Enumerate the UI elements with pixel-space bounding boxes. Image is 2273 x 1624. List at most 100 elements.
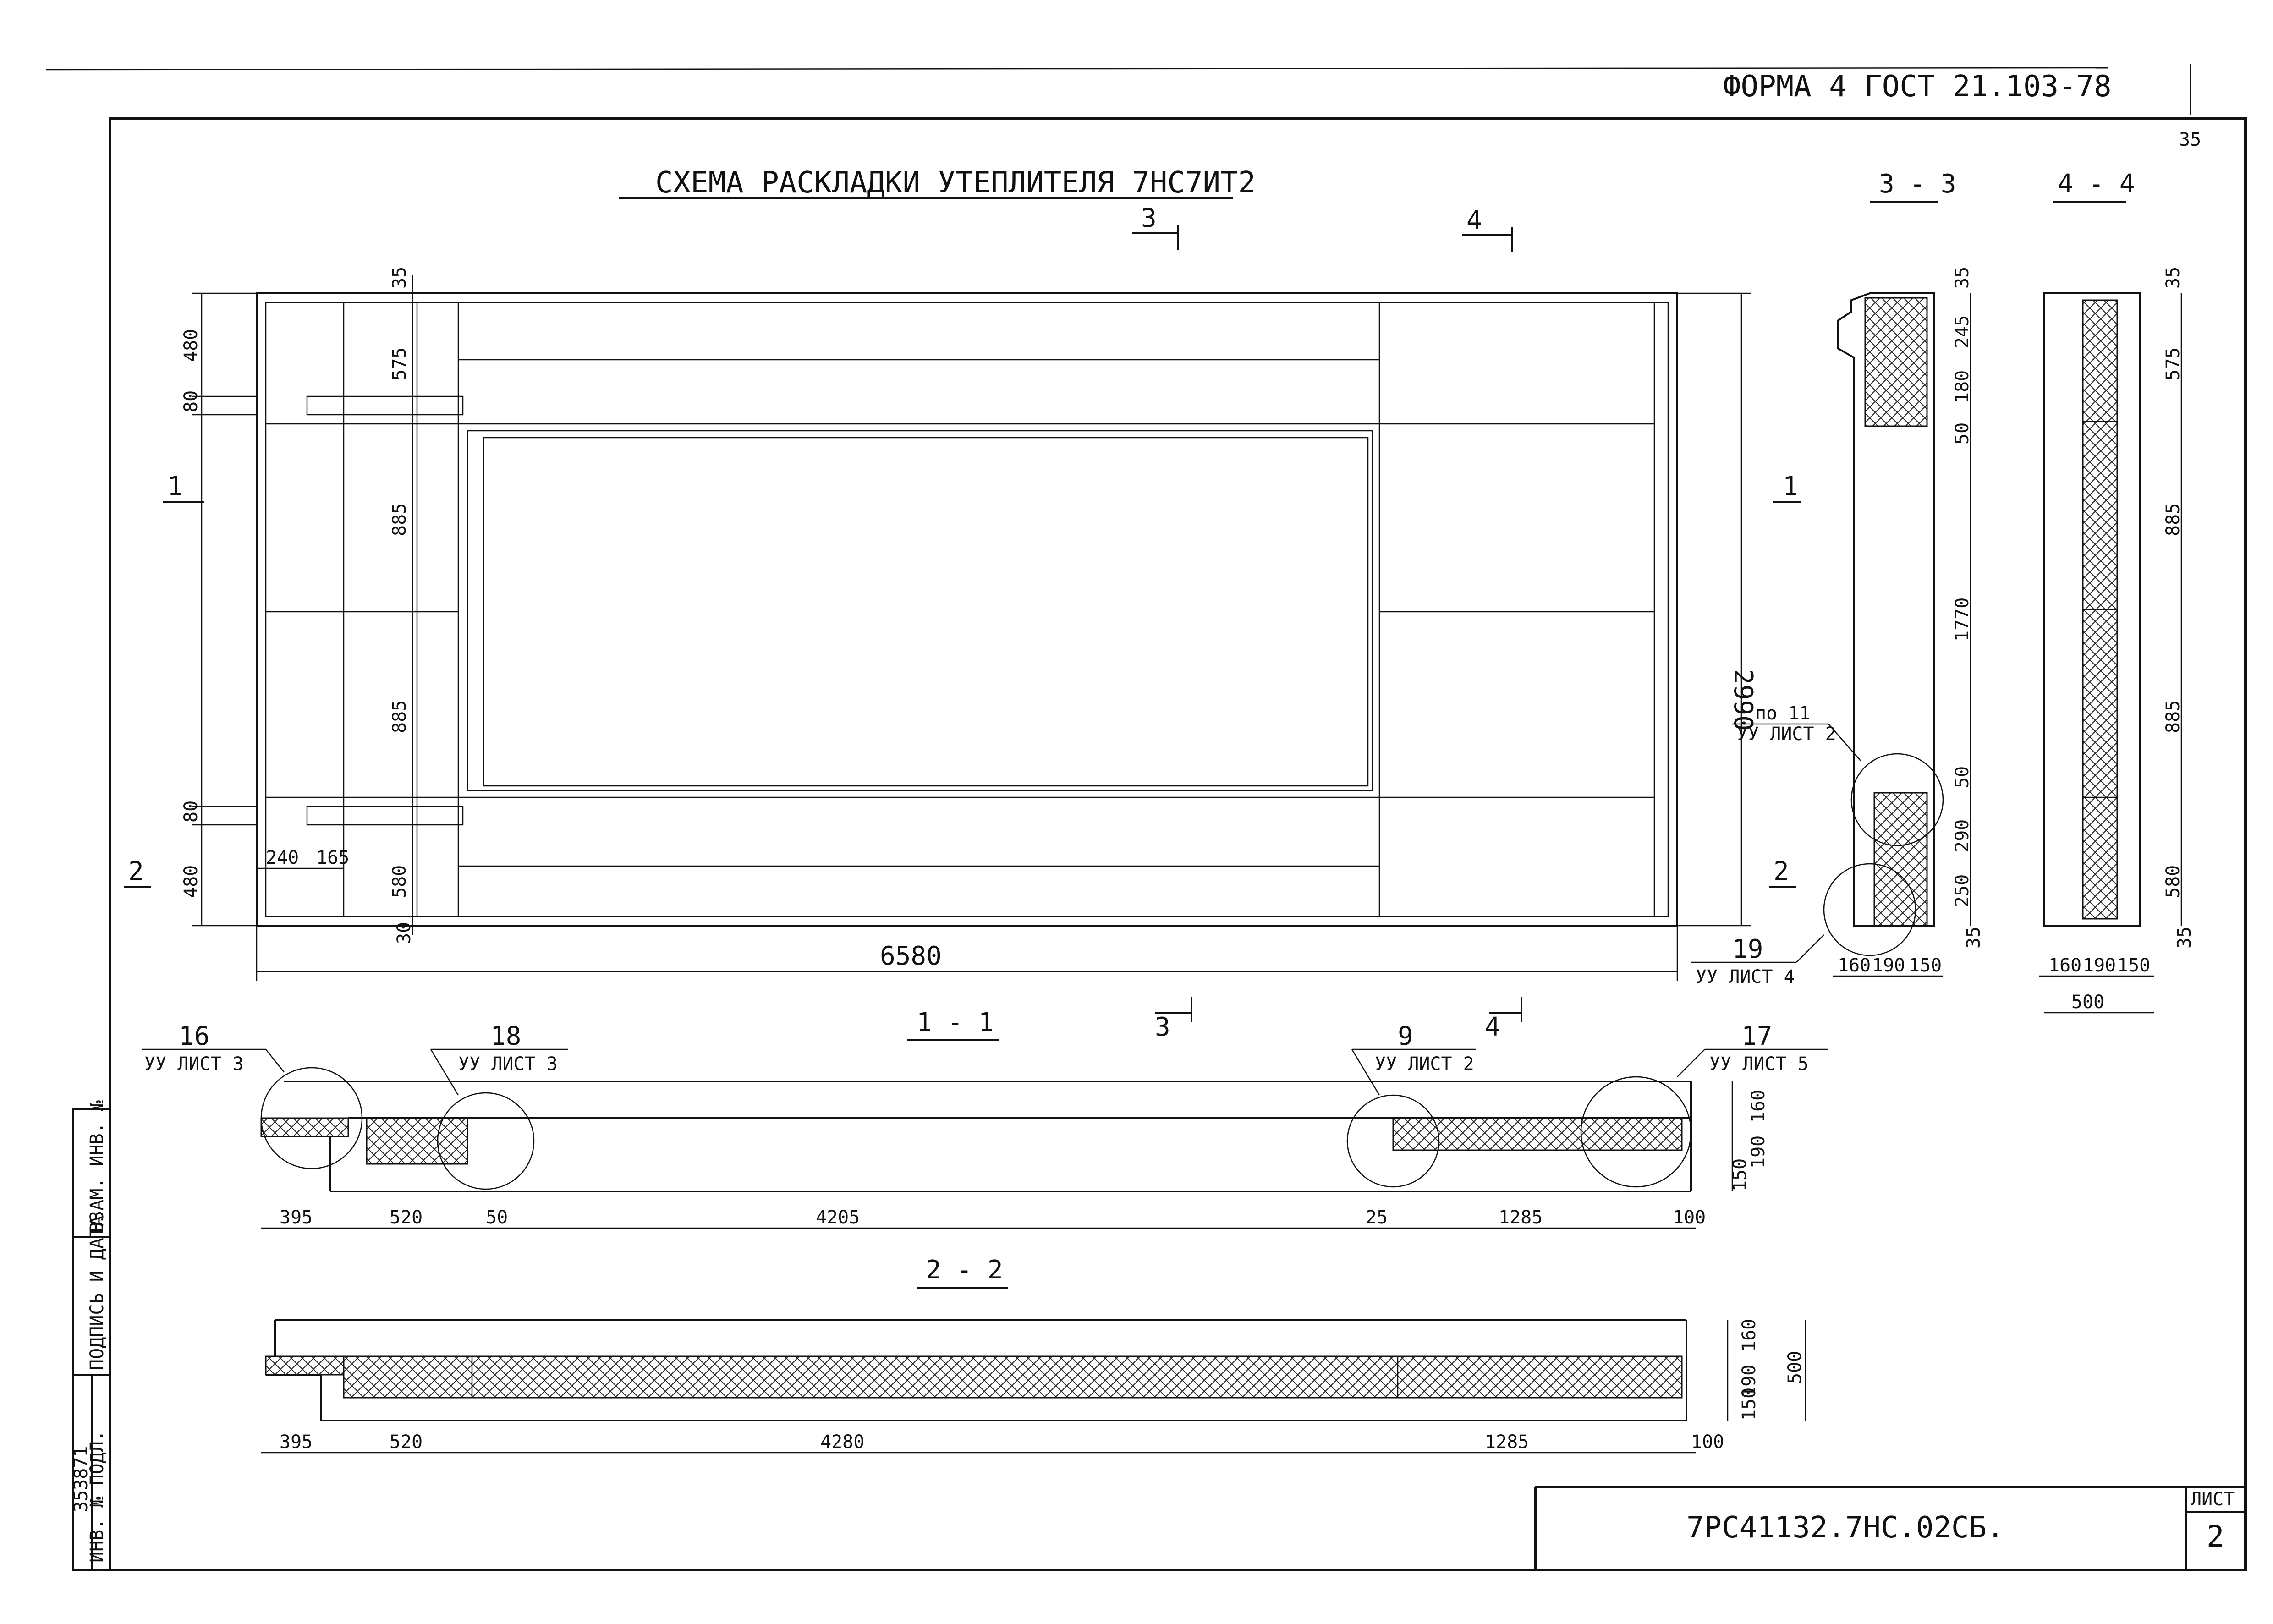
drawing-title: СХЕМА РАСКЛАДКИ УТЕПЛИТЕЛЯ 7НС7ИТ2 bbox=[655, 166, 1256, 200]
svg-text:885: 885 bbox=[2163, 700, 2184, 733]
sheet-label: ЛИСТ bbox=[2191, 1489, 2235, 1510]
svg-text:160: 160 bbox=[2048, 955, 2081, 976]
svg-text:1 - 1: 1 - 1 bbox=[917, 1008, 994, 1037]
svg-text:25: 25 bbox=[1366, 1207, 1388, 1228]
callout-11: по 11 УУ ЛИСТ 2 bbox=[1732, 703, 1861, 761]
callout-19: 19 УУ ЛИСТ 4 bbox=[1691, 934, 1824, 988]
svg-text:4: 4 bbox=[1466, 206, 1482, 236]
sheet-number: 2 bbox=[2207, 1520, 2224, 1554]
svg-text:9: 9 bbox=[1398, 1021, 1413, 1051]
svg-text:245: 245 bbox=[1952, 315, 1973, 348]
svg-text:290: 290 bbox=[1952, 819, 1973, 852]
svg-text:50: 50 bbox=[486, 1207, 508, 1228]
drawing-code: 7РС41132.7НС.02СБ. bbox=[1686, 1511, 2004, 1545]
left-strip: ИНВ. № ПОДЛ. ПОДПИСЬ И ДАТА ВЗАМ. ИНВ. №… bbox=[71, 1100, 111, 1571]
svg-text:УУ ЛИСТ 3: УУ ЛИСТ 3 bbox=[144, 1053, 244, 1075]
svg-text:3: 3 bbox=[1155, 1012, 1170, 1042]
form-label: ФОРМА 4 ГОСТ 21.103-78 bbox=[1723, 70, 2112, 104]
svg-text:500: 500 bbox=[2071, 992, 2104, 1013]
svg-text:150: 150 bbox=[2117, 955, 2150, 976]
svg-text:250: 250 bbox=[1952, 874, 1973, 907]
svg-text:30: 30 bbox=[394, 922, 415, 944]
svg-text:520: 520 bbox=[390, 1432, 423, 1453]
svg-text:35: 35 bbox=[1963, 927, 1984, 949]
window-opening bbox=[467, 430, 1373, 791]
svg-text:150: 150 bbox=[1729, 1158, 1751, 1191]
svg-text:240: 240 bbox=[266, 847, 299, 868]
svg-text:35: 35 bbox=[1952, 267, 1973, 289]
svg-text:2 - 2: 2 - 2 bbox=[926, 1255, 1003, 1285]
panel-elevation bbox=[256, 292, 1678, 927]
corner-number: 35 bbox=[2179, 129, 2201, 150]
callout-18: 18 УУ ЛИСТ 3 bbox=[430, 1021, 568, 1096]
svg-text:1770: 1770 bbox=[1952, 598, 1973, 642]
svg-text:190: 190 bbox=[1872, 955, 1905, 976]
callout-9: 9 УУ ЛИСТ 2 bbox=[1351, 1021, 1476, 1096]
svg-text:1285: 1285 bbox=[1485, 1432, 1529, 1453]
svg-text:190: 190 bbox=[1748, 1136, 1769, 1169]
svg-text:1: 1 bbox=[167, 472, 183, 501]
sheet-frame bbox=[109, 117, 2247, 1571]
svg-text:80: 80 bbox=[181, 390, 202, 412]
section-marks: 1 1 2 2 3 4 3 4 bbox=[124, 203, 1801, 1042]
svg-text:575: 575 bbox=[2163, 347, 2184, 380]
svg-text:УУ ЛИСТ 5: УУ ЛИСТ 5 bbox=[1709, 1053, 1809, 1075]
svg-text:4 - 4: 4 - 4 bbox=[2058, 169, 2135, 199]
svg-text:УУ ЛИСТ 2: УУ ЛИСТ 2 bbox=[1737, 724, 1836, 745]
section-2-2: 2 - 2 395 520 4280 1285 100 160 190 150 … bbox=[261, 1255, 1806, 1454]
svg-text:35: 35 bbox=[389, 267, 410, 289]
inv-podl-label: ИНВ. № ПОДЛ. bbox=[87, 1430, 108, 1563]
svg-text:50: 50 bbox=[1952, 422, 1973, 444]
vzam-inv-label: ВЗАМ. ИНВ. № bbox=[87, 1100, 108, 1233]
section-3-3: 3 - 3 35 245 180 50 1770 50 290 250 35 1… bbox=[1823, 169, 1984, 977]
svg-text:17: 17 bbox=[1741, 1021, 1772, 1051]
svg-text:520: 520 bbox=[390, 1207, 423, 1228]
svg-text:4205: 4205 bbox=[816, 1207, 860, 1228]
callout-17: 17 УУ ЛИСТ 5 bbox=[1677, 1021, 1828, 1077]
svg-text:2: 2 bbox=[128, 856, 144, 886]
svg-text:по 11: по 11 bbox=[1755, 703, 1810, 724]
total-height-dim: 2990 bbox=[1728, 669, 1758, 731]
svg-text:УУ ЛИСТ 4: УУ ЛИСТ 4 bbox=[1696, 966, 1795, 988]
svg-text:190: 190 bbox=[1739, 1365, 1760, 1398]
inventory-number: 353871 bbox=[71, 1446, 92, 1513]
svg-text:4: 4 bbox=[1485, 1012, 1500, 1042]
svg-text:885: 885 bbox=[2163, 503, 2184, 536]
panel-outline bbox=[256, 292, 1678, 927]
svg-text:395: 395 bbox=[280, 1432, 313, 1453]
svg-text:150: 150 bbox=[1909, 955, 1942, 976]
svg-text:150: 150 bbox=[1739, 1388, 1760, 1421]
svg-text:3 - 3: 3 - 3 bbox=[1879, 169, 1956, 199]
svg-text:100: 100 bbox=[1673, 1207, 1706, 1228]
svg-text:1285: 1285 bbox=[1499, 1207, 1543, 1228]
svg-text:3: 3 bbox=[1141, 203, 1157, 233]
svg-text:18: 18 bbox=[490, 1021, 521, 1051]
svg-text:100: 100 bbox=[1691, 1432, 1724, 1453]
svg-text:19: 19 bbox=[1732, 934, 1763, 964]
svg-text:160: 160 bbox=[1748, 1090, 1769, 1123]
svg-text:885: 885 bbox=[389, 503, 410, 536]
svg-text:35: 35 bbox=[2163, 267, 2184, 289]
svg-text:УУ ЛИСТ 2: УУ ЛИСТ 2 bbox=[1375, 1053, 1474, 1075]
section-4-4: 4 - 4 35 575 885 885 580 35 160 190 150 … bbox=[2039, 169, 2195, 1014]
title-block: 7РС41132.7НС.02СБ. ЛИСТ 2 bbox=[1534, 1486, 2246, 1570]
svg-text:500: 500 bbox=[1784, 1351, 1806, 1384]
svg-text:575: 575 bbox=[389, 347, 410, 380]
svg-text:580: 580 bbox=[389, 865, 410, 898]
svg-text:2: 2 bbox=[1773, 856, 1789, 886]
svg-text:16: 16 bbox=[179, 1021, 209, 1051]
svg-text:4280: 4280 bbox=[820, 1432, 864, 1453]
top-edge-line bbox=[45, 67, 2108, 71]
signature-date-label: ПОДПИСЬ И ДАТА bbox=[87, 1216, 108, 1370]
svg-text:480: 480 bbox=[181, 329, 202, 362]
svg-text:УУ ЛИСТ 3: УУ ЛИСТ 3 bbox=[458, 1053, 558, 1075]
svg-text:160: 160 bbox=[1739, 1319, 1760, 1352]
svg-text:580: 580 bbox=[2163, 865, 2184, 898]
total-width-dim: 6580 bbox=[880, 941, 942, 971]
svg-text:50: 50 bbox=[1952, 766, 1973, 788]
svg-text:1: 1 bbox=[1783, 472, 1798, 501]
section-1-1: 1 - 1 395 520 50 4205 25 1285 100 160 19… bbox=[260, 1008, 1769, 1229]
svg-text:395: 395 bbox=[280, 1207, 313, 1228]
svg-text:480: 480 bbox=[181, 865, 202, 898]
